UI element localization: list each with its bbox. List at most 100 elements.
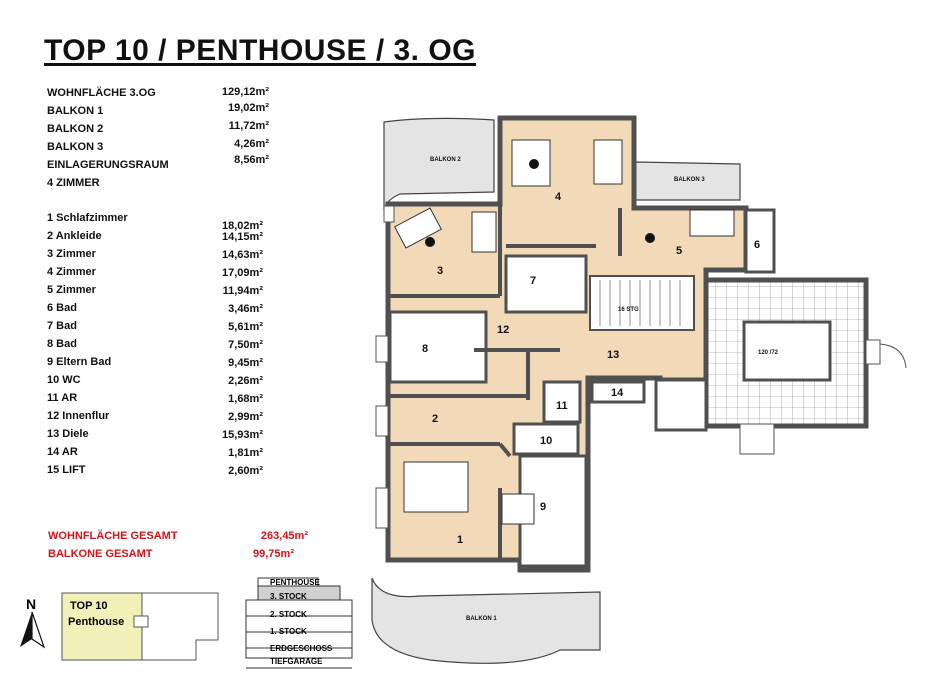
- room-value: 14,63m²: [222, 249, 263, 261]
- total-value: 99,75m²: [253, 548, 294, 560]
- room-label: 1 Schlafzimmer: [47, 212, 128, 224]
- room-label-10: 10: [540, 435, 552, 447]
- room-label: 10 WC: [47, 374, 81, 386]
- room-row: 14 AR 1,81m²: [47, 443, 277, 461]
- room-label: 11 AR: [47, 392, 78, 404]
- total-label: BALKONE GESAMT: [48, 548, 153, 560]
- room-value: 1,81m²: [228, 447, 263, 459]
- room-label-7: 7: [530, 275, 536, 287]
- room-value: 2,26m²: [228, 375, 263, 387]
- room-value: 2,60m²: [228, 465, 263, 477]
- room-label-13: 13: [607, 349, 619, 361]
- balcony-2-area: [383, 117, 495, 211]
- balcony-1-area: [371, 577, 601, 664]
- page-title: TOP 10 / PENTHOUSE / 3. OG: [44, 34, 477, 67]
- summary-row: BALKON 3 4,26m²: [47, 138, 277, 156]
- room-value: 15,93m²: [222, 429, 263, 441]
- stairs-label: 16 STG: [618, 307, 639, 313]
- room-value: 9,45m²: [228, 357, 263, 369]
- room-label-9: 9: [540, 501, 546, 513]
- summary-row: EINLAGERUNGSRAUM 8,56m²: [47, 154, 277, 174]
- room-label-4: 4: [555, 191, 562, 203]
- total-value: 263,45m²: [260, 530, 308, 542]
- summary-row: BALKON 1 19,02m²: [47, 102, 277, 120]
- floor-stack: PENTHOUSE 3. STOCK 2. STOCK 1. STOCK ERD…: [245, 577, 353, 669]
- summary-label: BALKON 1: [47, 105, 104, 117]
- room-label: 5 Zimmer: [47, 284, 96, 296]
- summary-value: 8,56m²: [234, 154, 269, 166]
- room-value: 14,15m²: [222, 231, 263, 243]
- room-label: 7 Bad: [47, 320, 77, 332]
- floor-label: TIEFGARAGE: [270, 657, 323, 666]
- room-row: 2 Ankleide 14,15m²: [47, 227, 277, 245]
- room-7-area: [504, 254, 588, 314]
- room-label: 3 Zimmer: [47, 248, 96, 260]
- room-row: 8 Bad 7,50m²: [47, 335, 277, 353]
- lift-dims-label: 120 /72: [758, 350, 779, 356]
- room-label: 15 LIFT: [47, 464, 86, 476]
- room-11-area: [542, 380, 582, 424]
- room-row: 6 Bad 3,46m²: [47, 299, 277, 317]
- total-row: BALKONE GESAMT 99,75m²: [48, 545, 308, 563]
- room-label: 8 Bad: [47, 338, 77, 350]
- room-label: 4 Zimmer: [47, 266, 96, 278]
- room-label-5: 5: [676, 245, 682, 257]
- summary-row: WOHNFLÄCHE 3.OG 129,12m²: [47, 84, 277, 102]
- room-10-area: [512, 422, 580, 456]
- summary-value: 4,26m²: [234, 138, 269, 150]
- balcony-1-label: BALKON 1: [466, 616, 497, 622]
- lift-shaft: [742, 320, 832, 382]
- room-label: 14 AR: [47, 446, 78, 458]
- summary-label: BALKON 3: [47, 141, 104, 153]
- floor-label: 3. STOCK: [270, 592, 307, 601]
- balcony-2-label: BALKON 2: [430, 157, 461, 163]
- compass-label: N: [26, 596, 36, 612]
- balcony-3-label: BALKON 3: [674, 177, 705, 183]
- summary-value: 129,12m²: [221, 86, 269, 98]
- keyplan-line1: TOP 10: [70, 600, 108, 612]
- room-label-12: 12: [497, 324, 509, 336]
- summary-value: 19,02m²: [228, 102, 269, 114]
- room-14-area: [590, 380, 646, 404]
- keyplan-line2: Penthouse: [68, 616, 124, 628]
- room-label: 2 Ankleide: [47, 230, 102, 242]
- floor-label: 2. STOCK: [270, 610, 307, 619]
- room-label-6: 6: [754, 239, 760, 251]
- summary-label: 4 ZIMMER: [47, 177, 100, 189]
- room-row: 13 Diele 15,93m²: [47, 425, 277, 443]
- room-row: 10 WC 2,26m²: [47, 371, 277, 389]
- floor-label: 1. STOCK: [270, 627, 307, 636]
- room-row: 5 Zimmer 11,94m²: [47, 281, 277, 299]
- room-value: 7,50m²: [228, 339, 263, 351]
- room-row: 7 Bad 5,61m²: [47, 317, 277, 335]
- room-label: 6 Bad: [47, 302, 77, 314]
- summary-label: BALKON 2: [47, 123, 104, 135]
- summary-label: EINLAGERUNGSRAUM: [47, 159, 169, 171]
- room-label-11: 11: [556, 400, 568, 412]
- room-value: 3,46m²: [228, 303, 263, 315]
- stair-area: [589, 275, 695, 331]
- room-value: 18,02m²: [222, 220, 263, 232]
- summary-label: WOHNFLÄCHE 3.OG: [47, 87, 156, 99]
- room-label-14: 14: [611, 387, 624, 399]
- room-value: 5,61m²: [228, 321, 263, 333]
- room-value: 11,94m²: [222, 285, 263, 297]
- room-label-8: 8: [422, 343, 428, 355]
- key-plan: TOP 10 Penthouse: [61, 592, 219, 661]
- room-label-1: 1: [457, 534, 463, 546]
- room-label: 13 Diele: [47, 428, 89, 440]
- room-label-2: 2: [432, 413, 438, 425]
- room-value: 2,99m²: [228, 411, 263, 423]
- room-6-area: [744, 208, 776, 274]
